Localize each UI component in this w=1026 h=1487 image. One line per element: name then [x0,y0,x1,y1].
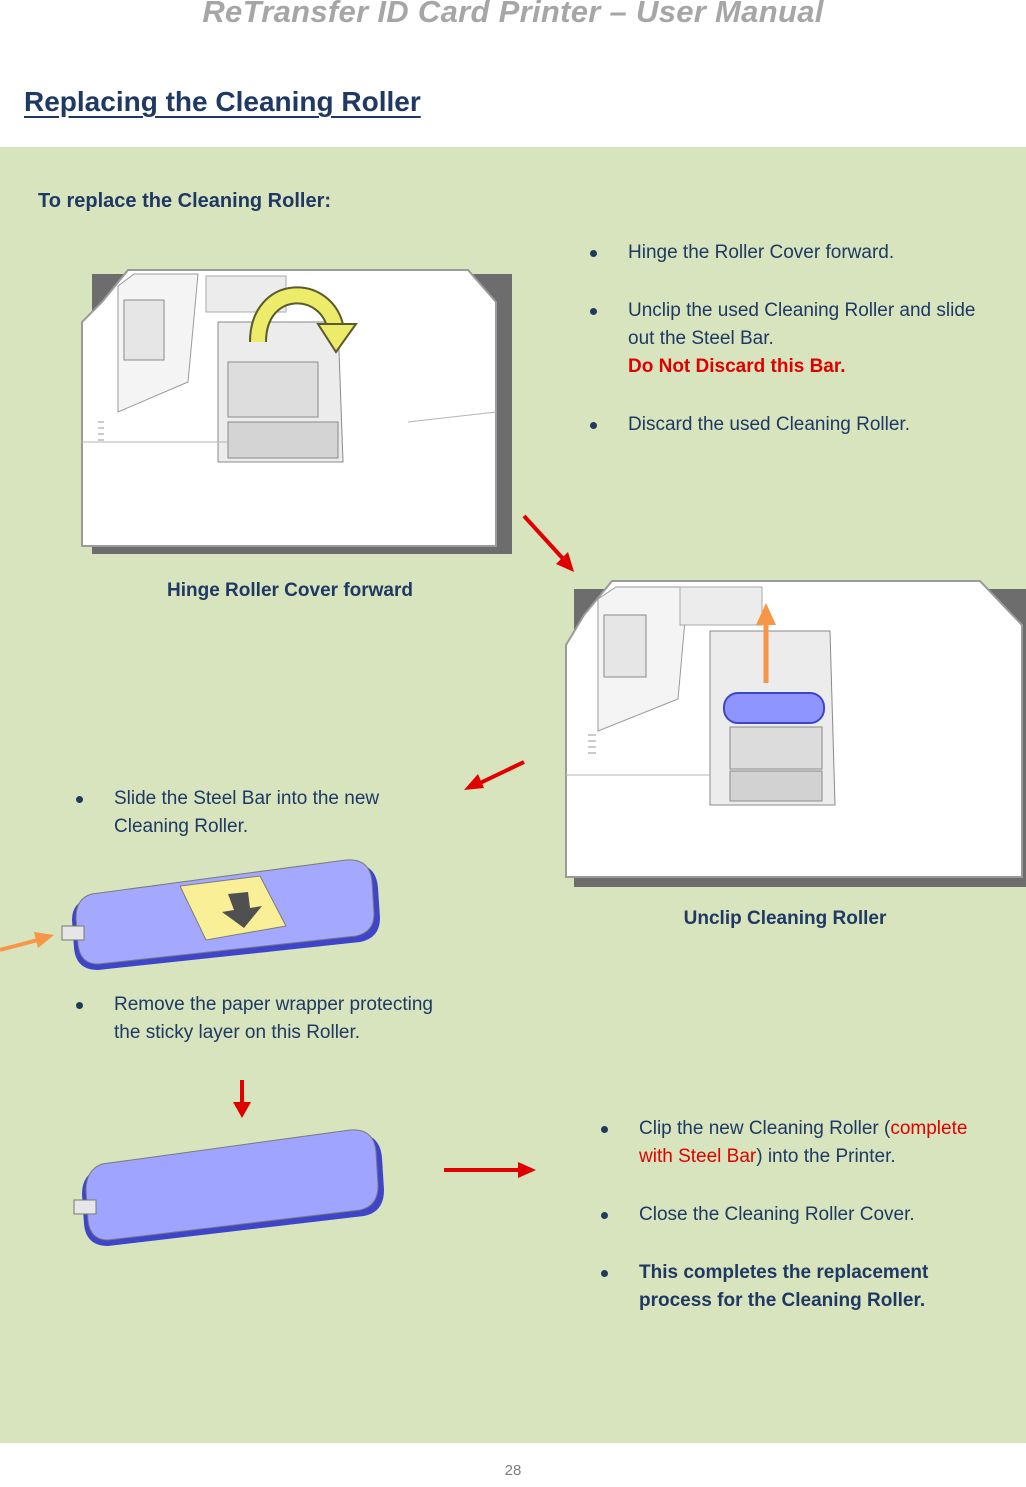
step-clip: Clip the new Cleaning Roller (complete w… [597,1115,977,1171]
arrow-red-down-right [520,512,580,576]
step-completes: This completes the replacement process f… [597,1259,977,1315]
arrow-red-left [458,758,528,794]
roller-with-wrapper-illustration [60,858,390,978]
warning-text: Do Not Discard this Bar. [628,353,996,381]
roller-illustration [68,1128,392,1254]
arrow-red-right [442,1160,538,1180]
manual-header: ReTransfer ID Card Printer – User Manual [0,0,1026,30]
step-hinge: Hinge the Roller Cover forward. [586,239,996,267]
section-title: Replacing the Cleaning Roller [24,86,421,118]
caption-unclip: Unclip Cleaning Roller [640,908,930,930]
steps-top-list: Hinge the Roller Cover forward. Unclip t… [586,239,996,439]
step-slide: Slide the Steel Bar into the new Cleanin… [72,785,392,841]
step-remove: Remove the paper wrapper protecting the … [72,991,442,1047]
arrow-orange-right [0,930,56,956]
step-close: Close the Cleaning Roller Cover. [597,1201,977,1229]
panel-title: To replace the Cleaning Roller: [38,190,331,213]
step-discard: Discard the used Cleaning Roller. [586,411,996,439]
step-slide-list: Slide the Steel Bar into the new Cleanin… [72,785,392,841]
step-remove-list: Remove the paper wrapper protecting the … [72,991,442,1047]
steps-bottom-list: Clip the new Cleaning Roller (complete w… [597,1115,977,1315]
printer-hinge-illustration [78,262,516,558]
caption-hinge: Hinge Roller Cover forward [110,580,470,602]
printer-unclip-illustration [560,575,1026,889]
page-number: 28 [0,1462,1026,1479]
step-unclip: Unclip the used Cleaning Roller and slid… [586,297,996,381]
arrow-red-down [230,1078,254,1118]
